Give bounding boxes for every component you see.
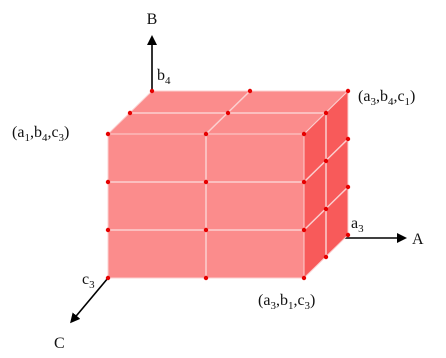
node	[345, 136, 351, 142]
a-axis-label: A	[412, 231, 424, 248]
node	[345, 184, 351, 190]
node	[301, 131, 307, 137]
node	[105, 275, 111, 281]
a-axis-tick-label: a3	[351, 215, 364, 235]
node	[149, 88, 155, 94]
node	[203, 179, 209, 185]
corner-label-bottom-right: (a3,b1,c3)	[258, 292, 315, 312]
node	[127, 110, 133, 116]
node	[247, 88, 253, 94]
node	[323, 254, 329, 260]
b-axis-tick-label: b4	[157, 67, 171, 87]
node	[301, 275, 307, 281]
node	[345, 232, 351, 238]
corner-label-top-right: (a3,b4,c1)	[358, 88, 415, 108]
node	[105, 131, 111, 137]
node	[301, 179, 307, 185]
node	[323, 206, 329, 212]
node	[203, 131, 209, 137]
node	[225, 110, 231, 116]
node	[203, 227, 209, 233]
node	[105, 179, 111, 185]
node	[323, 110, 329, 116]
node	[323, 158, 329, 164]
c-axis-line	[70, 277, 109, 324]
b-axis-label: B	[147, 11, 158, 28]
c-axis-label: C	[54, 335, 65, 352]
node	[301, 227, 307, 233]
node	[345, 88, 351, 94]
corner-label-top-left: (a1,b4,c3)	[12, 124, 69, 144]
node	[203, 275, 209, 281]
node	[105, 227, 111, 233]
c-axis-tick-label: c3	[82, 271, 95, 291]
grid-nodes	[105, 88, 351, 281]
